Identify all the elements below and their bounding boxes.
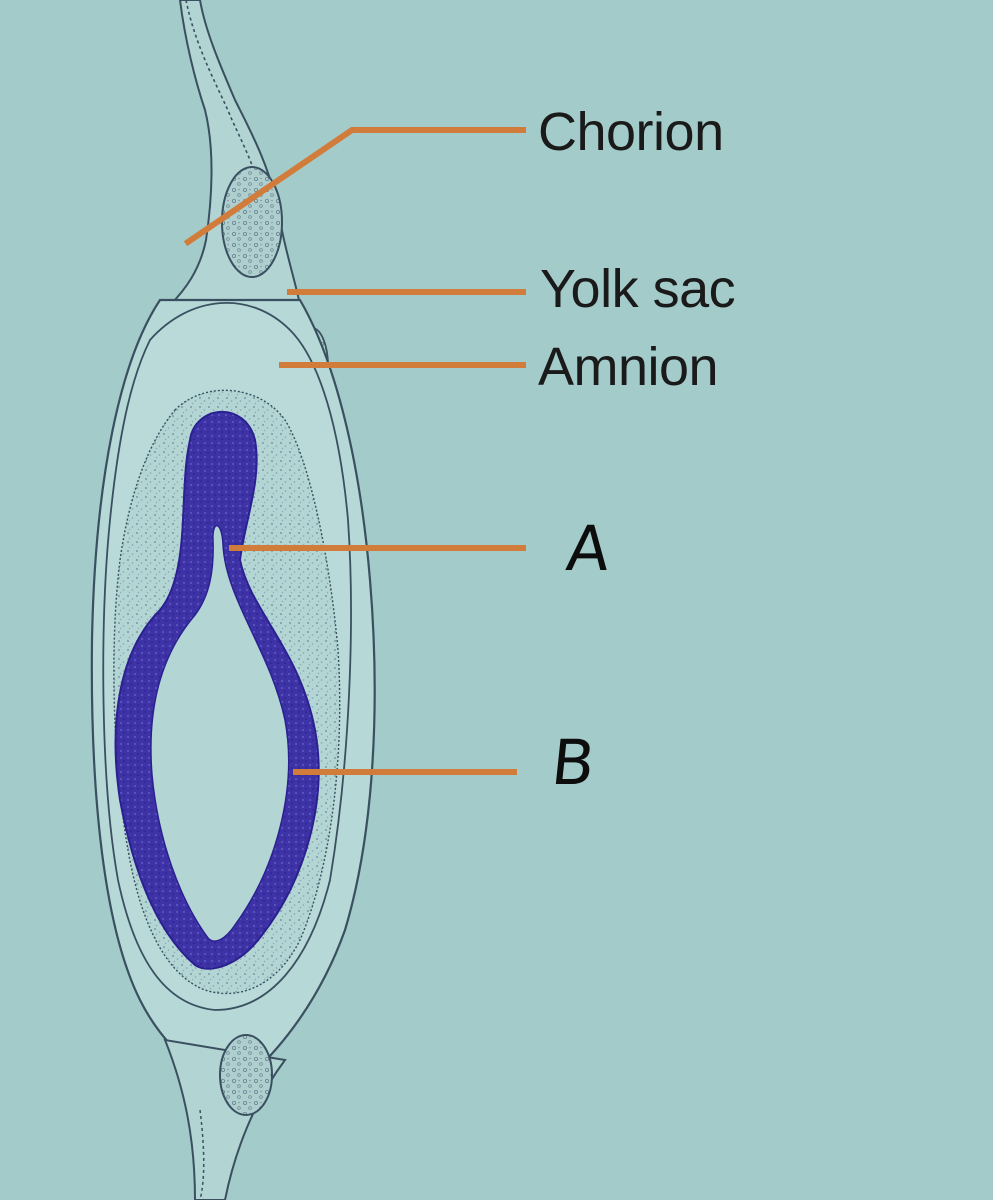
label-b: B — [548, 726, 599, 799]
label-a: A — [563, 512, 614, 585]
yolk-sac-label: Yolk sac — [540, 259, 736, 319]
lower-cell-cluster — [219, 1034, 273, 1116]
amnion-label: Amnion — [538, 337, 719, 397]
neural-tube-lumen — [150, 524, 290, 942]
leader-lines — [183, 127, 526, 775]
chorion-label: Chorion — [538, 102, 724, 162]
chorion-leader-line — [183, 127, 526, 247]
